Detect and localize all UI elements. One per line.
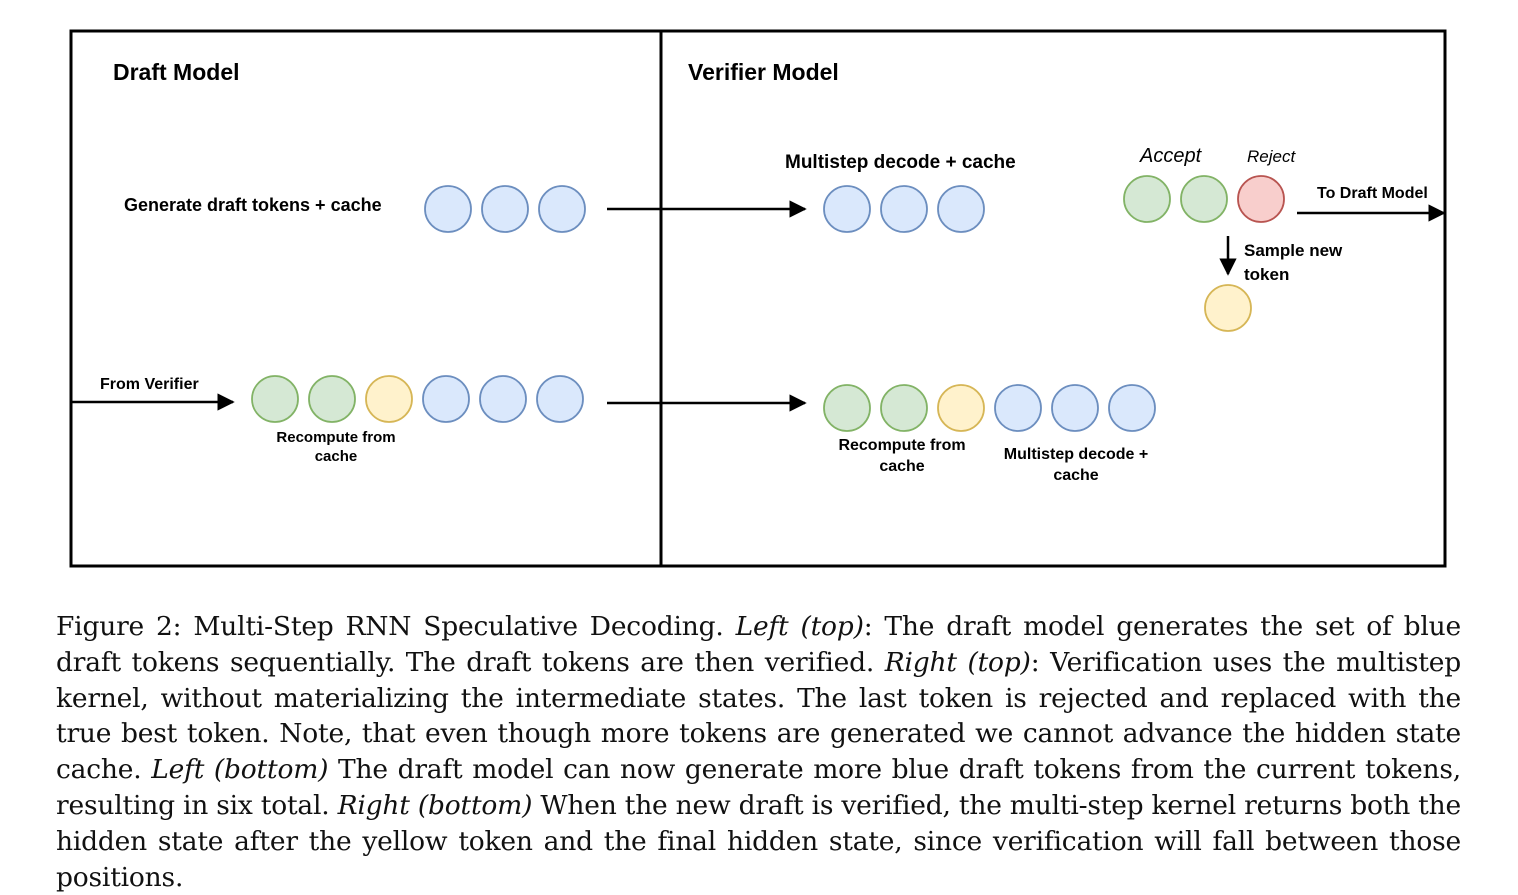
caption-italic-right-top: Right (top) [884, 646, 1031, 678]
blue-token [1051, 384, 1099, 432]
sample-new-token-label: Sample new [1244, 241, 1343, 260]
to-draft-model-label: To Draft Model [1317, 185, 1428, 202]
blue-token [422, 375, 470, 423]
blue-token [1108, 384, 1156, 432]
caption-text-2: : The draft model generates the set of b… [56, 611, 1461, 678]
blue-token [823, 185, 871, 233]
caption-text-3: : Verification uses the multistep kernel… [56, 646, 1462, 786]
verifier-tokens-top [823, 185, 985, 233]
green-token [251, 375, 299, 423]
green-token [880, 384, 928, 432]
green-token [823, 384, 871, 432]
generate-draft-label: Generate draft tokens + cache [124, 195, 382, 215]
red-token [1237, 175, 1285, 223]
yellow-token [937, 384, 985, 432]
verifier-model-panel [659, 29, 1447, 568]
caption-italic-left-bottom: Left (bottom) [151, 754, 329, 786]
from-verifier-label: From Verifier [100, 376, 199, 393]
reject-label: Reject [1247, 147, 1296, 166]
green-token [1180, 175, 1228, 223]
blue-token [937, 185, 985, 233]
blue-token [481, 185, 529, 233]
sampled-token [1204, 284, 1252, 332]
accept-label: Accept [1139, 145, 1203, 167]
verifier-tokens-bottom [823, 384, 1156, 432]
caption-text-5: When the new draft is verified, the mult… [56, 789, 1461, 893]
yellow-token [365, 375, 413, 423]
recompute-right-label-2: cache [879, 458, 924, 475]
blue-token [424, 185, 472, 233]
sample-new-token-label-2: token [1244, 265, 1289, 284]
blue-token [994, 384, 1042, 432]
caption-text-1: Figure 2: Multi-Step RNN Speculative Dec… [56, 611, 736, 642]
recompute-left-label-2: cache [315, 448, 358, 465]
figure-caption: Figure 2: Multi-Step RNN Speculative Dec… [56, 609, 1461, 895]
draft-model-panel [69, 29, 663, 568]
verifier-model-title: Verifier Model [688, 59, 839, 85]
blue-token [536, 375, 584, 423]
caption-italic-right-bottom: Right (bottom) [337, 789, 533, 821]
draft-model-title: Draft Model [113, 59, 240, 85]
verdict-tokens [1123, 175, 1285, 223]
multistep-bottom-label-2: cache [1053, 467, 1098, 484]
blue-token [880, 185, 928, 233]
green-token [308, 375, 356, 423]
multistep-bottom-label: Multistep decode + [1004, 446, 1148, 463]
draft-tokens-bottom [251, 375, 584, 423]
recompute-right-label: Recompute from [838, 437, 965, 454]
speculative-decoding-diagram: Draft Model Verifier Model Generate draf… [69, 29, 1447, 568]
yellow-token [1204, 284, 1252, 332]
green-token [1123, 175, 1171, 223]
caption-italic-left-top: Left (top) [735, 611, 864, 642]
multistep-top-label: Multistep decode + cache [785, 152, 1016, 173]
blue-token [538, 185, 586, 233]
blue-token [479, 375, 527, 423]
recompute-left-label: Recompute from [276, 429, 395, 446]
caption-text-4: The draft model can now generate more bl… [56, 754, 1461, 821]
draft-tokens-top [424, 185, 586, 233]
